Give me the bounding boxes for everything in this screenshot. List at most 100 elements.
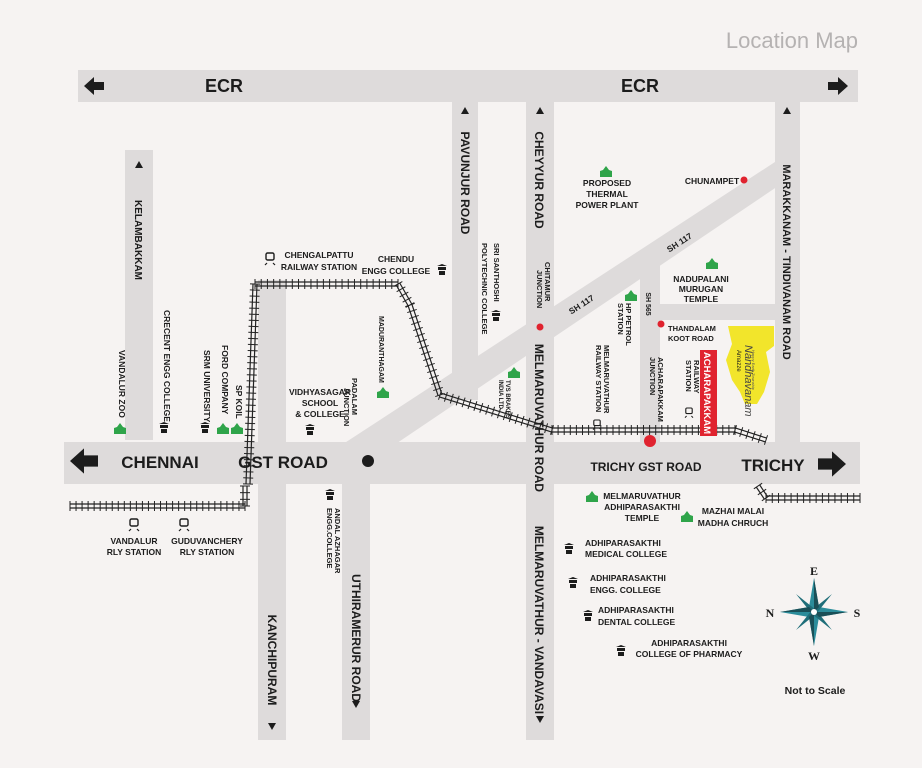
rail-tie	[739, 427, 744, 437]
scale-note: Not to Scale	[785, 685, 846, 697]
hp-petrol-line1: HP PETROL	[624, 303, 633, 346]
rail-tie	[520, 415, 525, 426]
rail-tie	[508, 412, 513, 423]
road-sh565	[640, 255, 660, 445]
andal-line2: ENGG.COLLEGE	[325, 508, 334, 568]
temple-icon	[600, 166, 612, 177]
rail-tie	[438, 390, 442, 400]
rail-tie	[502, 410, 507, 421]
compass-east: E	[810, 564, 818, 578]
tvs-line1: TVS BRAKES	[504, 380, 510, 419]
ecr-label-right: ECR	[621, 76, 659, 96]
road-uthiramerur	[342, 446, 370, 740]
road-ecr	[78, 70, 858, 102]
road-thandalam-link	[640, 304, 780, 320]
rail-tie	[431, 380, 441, 386]
rail-tie	[751, 431, 756, 441]
rail-tie	[473, 401, 478, 411]
rail-tie	[491, 406, 496, 417]
train-icon	[684, 407, 694, 419]
ecr-label-left: ECR	[205, 76, 243, 96]
santhoshi-line2: POLYTECHNIC COLLEGE	[480, 243, 489, 334]
college-icon	[583, 610, 593, 621]
rail-line	[411, 304, 443, 395]
rail-line	[439, 396, 552, 433]
madurantagam-label: MADURANTHAGAM	[377, 316, 384, 383]
college-icon	[491, 310, 501, 321]
rail-tie	[496, 408, 501, 419]
project-tagline: Happy Earth Township	[751, 350, 756, 391]
road-gst	[64, 442, 860, 484]
project-brand: Amazze	[735, 350, 741, 372]
road-cheyyur	[526, 100, 554, 740]
road-kelambakkam	[125, 150, 153, 440]
rail-tie	[425, 362, 435, 368]
rail-line	[440, 392, 553, 429]
chitamur-line2: JUNCTION	[535, 270, 544, 308]
rail-line	[734, 431, 766, 443]
rail-tie	[423, 356, 433, 362]
trichy-gst-road-label: TRICHY GST ROAD	[590, 460, 701, 474]
railway-station-line2: STATION	[684, 360, 693, 392]
temple-icon	[586, 491, 598, 502]
tvs-line2: INDIA LTD	[497, 380, 503, 410]
rail-tie	[479, 402, 484, 413]
rail-tie	[415, 332, 425, 338]
srm-label: SRM UNIVERSITY	[202, 350, 212, 423]
train-icon	[128, 518, 140, 532]
crecent-label: CRECENT ENGG COLLEGE	[162, 310, 172, 422]
rail-tie	[411, 320, 421, 326]
rail-tie	[429, 374, 439, 380]
rail-tie	[757, 488, 767, 496]
melmaruvathur-rly-line2: RAILWAY STATION	[594, 345, 603, 412]
rail-tie	[757, 433, 762, 443]
rail-tie	[538, 421, 543, 432]
road-kanchipuram	[258, 280, 286, 740]
kelambakkam-label: KELAMBAKKAM	[132, 200, 143, 280]
hp-petrol-line2: STATION	[616, 303, 625, 335]
rail-tie	[399, 291, 409, 298]
rail-tie	[532, 419, 537, 430]
rail-tie	[544, 423, 549, 434]
acharapakkam-junction-line1: ACHARAPAKKAM	[656, 357, 665, 422]
rail-tie	[485, 404, 490, 415]
rail-tie	[514, 414, 519, 424]
rail-line	[407, 305, 439, 396]
rail-tie	[409, 314, 419, 320]
rail-tie	[763, 435, 769, 445]
chennai-label: CHENNAI	[121, 453, 198, 472]
temple-icon	[508, 367, 520, 378]
temple-icon	[681, 511, 693, 522]
compass-rose	[780, 578, 848, 646]
rail-tie	[526, 417, 531, 428]
road-marakkanam	[775, 100, 800, 445]
rail-tie	[413, 326, 423, 332]
pavunjur-road-label: PAVUNJUR ROAD	[458, 132, 472, 235]
temple-icon	[625, 290, 637, 301]
uthiramerur-road-label: UTHIRAMERUR ROAD	[349, 574, 363, 702]
cheyyur-road-label: CHEYYUR ROAD	[532, 131, 546, 229]
compass-north: N	[766, 606, 775, 620]
rail-tie	[396, 286, 406, 293]
temple-icon	[231, 423, 243, 434]
sh565-label: SH 565	[644, 292, 651, 315]
melmaruvathur-rly-line1: MELMARUVATHUR	[602, 345, 611, 414]
compass-south: S	[854, 606, 861, 620]
ford-label: FORD COMPANY	[220, 345, 230, 415]
padalam-junction-marker	[362, 455, 374, 467]
chunampet-label: CHUNAMPET	[685, 176, 740, 186]
railway-station-line1: RAILWAY	[692, 360, 701, 393]
kanchipuram-label: KANCHIPURAM	[265, 615, 279, 706]
rail-tie	[417, 338, 427, 344]
rail-tie	[753, 482, 763, 490]
rail-line	[735, 427, 767, 439]
temple-icon	[217, 423, 229, 434]
rail-tie	[433, 386, 443, 392]
